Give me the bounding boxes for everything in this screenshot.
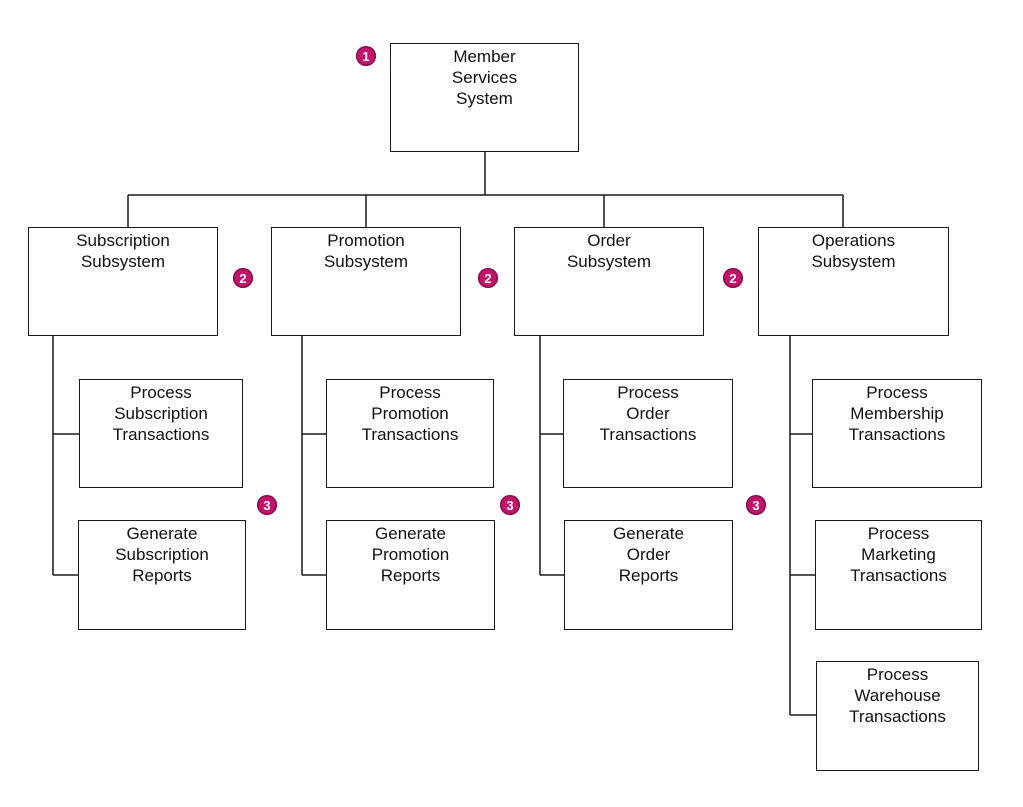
module-label: Generate Promotion Reports xyxy=(371,524,450,585)
subsystem-label: Order Subsystem xyxy=(566,231,652,271)
subsystem-box-order: Order Subsystem xyxy=(514,227,704,336)
module-box-process-order: Process Order Transactions xyxy=(563,379,733,488)
subsystem-label: Promotion Subsystem xyxy=(323,231,409,271)
module-box-generate-subscription: Generate Subscription Reports xyxy=(78,520,246,630)
module-box-process-promotion: Process Promotion Transactions xyxy=(326,379,494,488)
module-box-generate-promotion: Generate Promotion Reports xyxy=(326,520,495,630)
subsystem-box-operations: Operations Subsystem xyxy=(758,227,949,336)
level-badge-2: 2 xyxy=(233,268,253,288)
subsystem-label: Operations Subsystem xyxy=(811,231,896,271)
module-label: Generate Subscription Reports xyxy=(115,524,209,585)
module-box-process-marketing: Process Marketing Transactions xyxy=(815,520,982,630)
level-badge-2: 2 xyxy=(723,268,743,288)
root-module-label: Member Services System xyxy=(451,47,518,108)
module-box-generate-order: Generate Order Reports xyxy=(564,520,733,630)
module-box-process-subscription: Process Subscription Transactions xyxy=(79,379,243,488)
module-box-process-membership: Process Membership Transactions xyxy=(812,379,982,488)
module-label: Process Order Transactions xyxy=(599,383,697,444)
module-label: Generate Order Reports xyxy=(613,524,684,585)
module-label: Process Warehouse Transactions xyxy=(849,665,946,726)
module-label: Process Marketing Transactions xyxy=(850,524,947,585)
level-badge-1: 1 xyxy=(356,46,376,66)
module-label: Process Subscription Transactions xyxy=(112,383,210,444)
level-badge-3: 3 xyxy=(500,495,520,515)
level-badge-3: 3 xyxy=(746,495,766,515)
root-module-box: Member Services System xyxy=(390,43,579,152)
level-badge-3: 3 xyxy=(257,495,277,515)
module-label: Process Membership Transactions xyxy=(848,383,946,444)
level-badge-2: 2 xyxy=(478,268,498,288)
subsystem-label: Subscription Subsystem xyxy=(76,231,170,271)
module-label: Process Promotion Transactions xyxy=(361,383,459,444)
subsystem-box-subscription: Subscription Subsystem xyxy=(28,227,218,336)
module-box-process-warehouse: Process Warehouse Transactions xyxy=(816,661,979,771)
subsystem-box-promotion: Promotion Subsystem xyxy=(271,227,461,336)
